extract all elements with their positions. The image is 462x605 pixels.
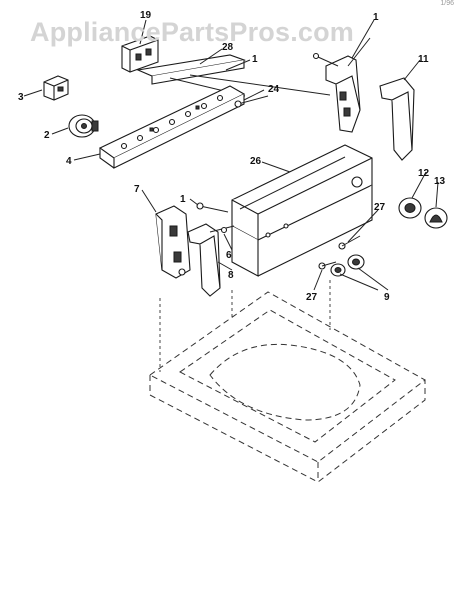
control-label-panel xyxy=(98,85,246,169)
callout-13: 13 xyxy=(434,176,446,187)
control-panel-console xyxy=(231,144,373,277)
side-bracket-part-7 xyxy=(155,205,191,279)
callout-11: 11 xyxy=(418,54,429,65)
end-cap-part-8 xyxy=(187,223,221,297)
knob-cap-part-13 xyxy=(424,207,448,229)
callout-1-top-mid: 1 xyxy=(252,54,258,65)
callout-6: 6 xyxy=(226,250,232,261)
callout-1-top-right: 1 xyxy=(373,12,379,23)
callout-7: 7 xyxy=(134,184,140,195)
bracket-part-19 xyxy=(121,35,159,73)
callout-28: 28 xyxy=(222,42,234,53)
callout-26: 26 xyxy=(250,156,262,167)
knob-part-12 xyxy=(398,197,422,219)
callout-27-lower: 27 xyxy=(306,292,318,303)
callout-labels: 19 28 1 1 11 3 24 2 4 26 12 13 7 1 27 6 … xyxy=(18,10,446,303)
corner-revision-text: 1/96 xyxy=(440,0,454,7)
cabinet-top-outline xyxy=(149,280,426,483)
knob-part-9-a xyxy=(330,263,346,277)
end-cap-part-11 xyxy=(379,77,415,161)
screw-part-27-lower xyxy=(318,261,337,270)
switch-part-3 xyxy=(43,75,69,101)
screw-part-27-upper xyxy=(338,235,361,250)
callout-8: 8 xyxy=(228,270,234,281)
knob-part-9-b xyxy=(347,254,365,270)
callout-24: 24 xyxy=(268,84,280,95)
callout-27-upper: 27 xyxy=(374,202,386,213)
screw-part-24 xyxy=(234,95,269,108)
callout-4: 4 xyxy=(66,156,72,167)
timer-part-2 xyxy=(68,114,99,138)
callout-1-lower: 1 xyxy=(180,194,186,205)
right-side-bracket xyxy=(312,52,361,133)
callout-12: 12 xyxy=(418,168,430,179)
screw-part-6 xyxy=(209,225,235,234)
callout-19: 19 xyxy=(140,10,152,21)
watermark-text: AppliancePartsPros.com xyxy=(30,17,355,47)
callout-3: 3 xyxy=(18,92,24,103)
leader-lines xyxy=(23,19,439,291)
screw-part-1-lower xyxy=(196,202,229,213)
callout-2: 2 xyxy=(44,130,50,141)
callout-9: 9 xyxy=(384,292,390,303)
